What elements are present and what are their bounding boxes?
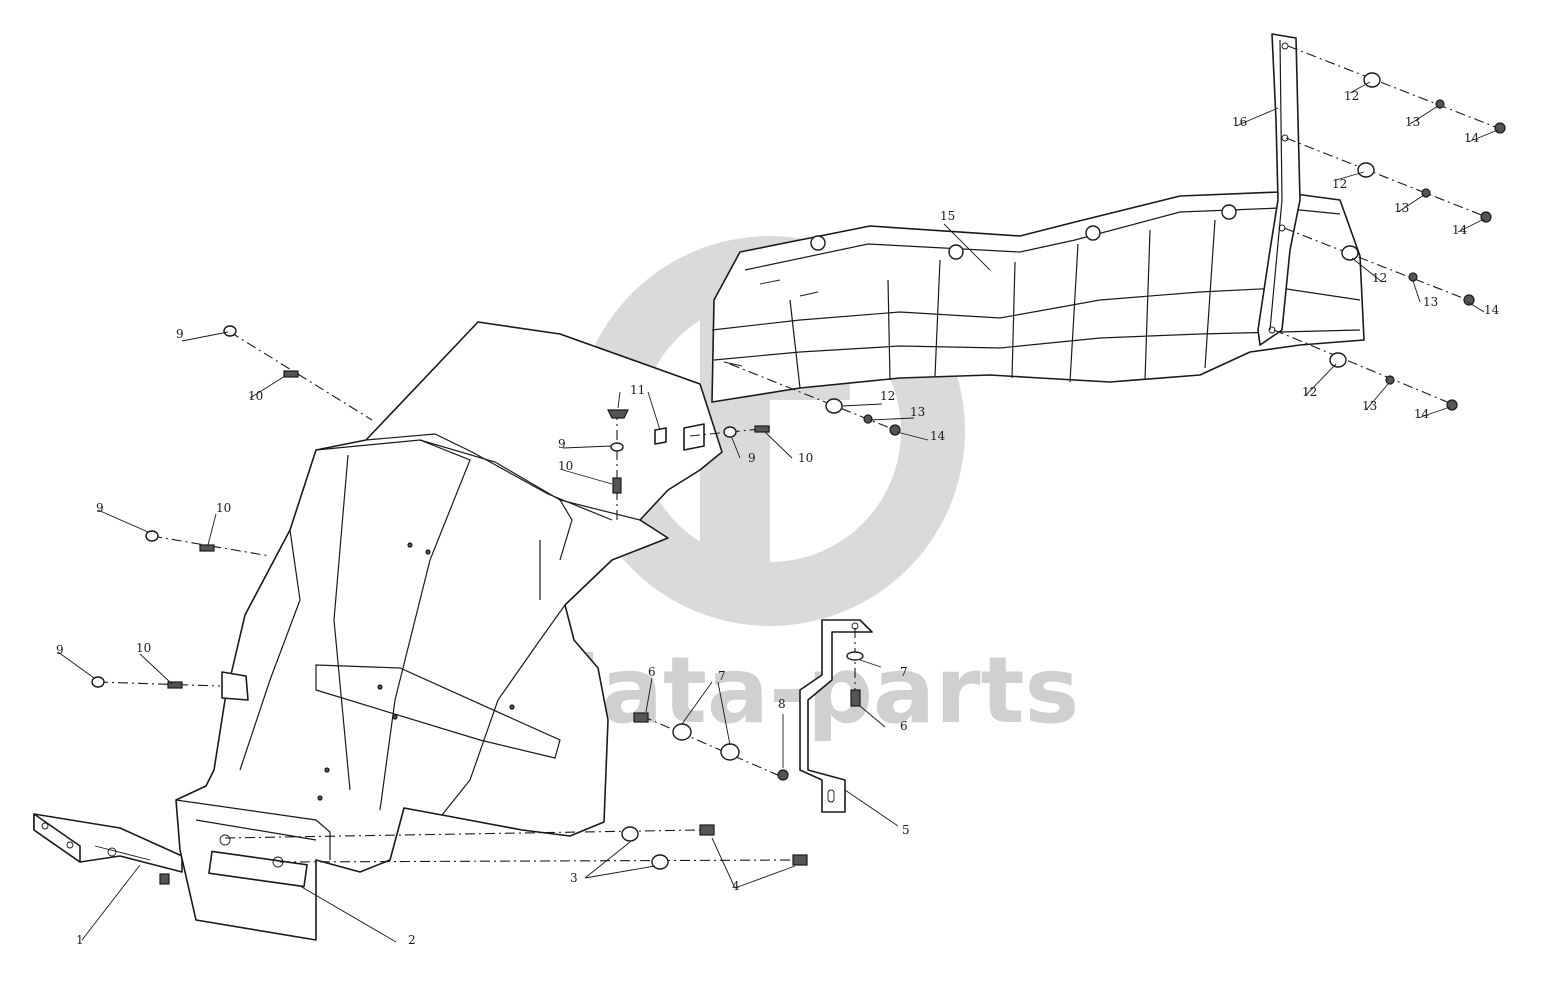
callout-13b: 13 [1394, 201, 1409, 215]
callout-12a: 12 [1344, 89, 1359, 103]
callout-14e: 14 [930, 429, 946, 443]
callout-15: 15 [940, 209, 955, 223]
hardware-fasteners [91, 72, 1506, 870]
callout-10a: 10 [248, 389, 263, 403]
callout-9c: 9 [56, 643, 64, 657]
callout-12c: 12 [1372, 271, 1387, 285]
callout-9a: 9 [176, 327, 184, 341]
leader-lines [57, 81, 1499, 943]
callout-13a: 13 [1405, 115, 1420, 129]
callout-14d: 14 [1414, 407, 1430, 421]
callout-6b: 6 [900, 719, 908, 733]
callout-10e: 10 [798, 451, 813, 465]
callout-14b: 14 [1452, 223, 1468, 237]
callout-9b: 9 [96, 501, 104, 515]
callout-2: 2 [408, 933, 416, 947]
callout-10b: 10 [216, 501, 231, 515]
callout-3: 3 [570, 871, 578, 885]
callout-12d: 12 [1302, 385, 1317, 399]
callout-7a: 7 [718, 669, 726, 683]
callout-labels: 1 2 3 4 5 6 6 7 7 8 9 9 9 9 9 10 10 10 1… [56, 89, 1500, 947]
callout-7b: 7 [900, 665, 908, 679]
callout-4: 4 [732, 879, 740, 893]
callout-13e: 13 [910, 405, 925, 419]
callout-8: 8 [778, 697, 786, 711]
callout-14c: 14 [1484, 303, 1500, 317]
callout-9e: 9 [748, 451, 756, 465]
callout-5: 5 [902, 823, 910, 837]
callout-16: 16 [1232, 115, 1247, 129]
callout-1: 1 [76, 933, 84, 947]
callout-14a: 14 [1464, 131, 1480, 145]
callout-10d: 10 [558, 459, 573, 473]
callout-12b: 12 [1332, 177, 1347, 191]
part-16-vertical-strip [1257, 33, 1301, 346]
part-1-bracket [33, 813, 183, 885]
callout-13d: 13 [1362, 399, 1377, 413]
part-2-fender-liner [175, 321, 723, 941]
callout-9d: 9 [558, 437, 566, 451]
callout-6a: 6 [648, 665, 656, 679]
callout-13c: 13 [1423, 295, 1438, 309]
callout-12e: 12 [880, 389, 895, 403]
callout-11: 11 [630, 383, 645, 397]
callout-10c: 10 [136, 641, 151, 655]
